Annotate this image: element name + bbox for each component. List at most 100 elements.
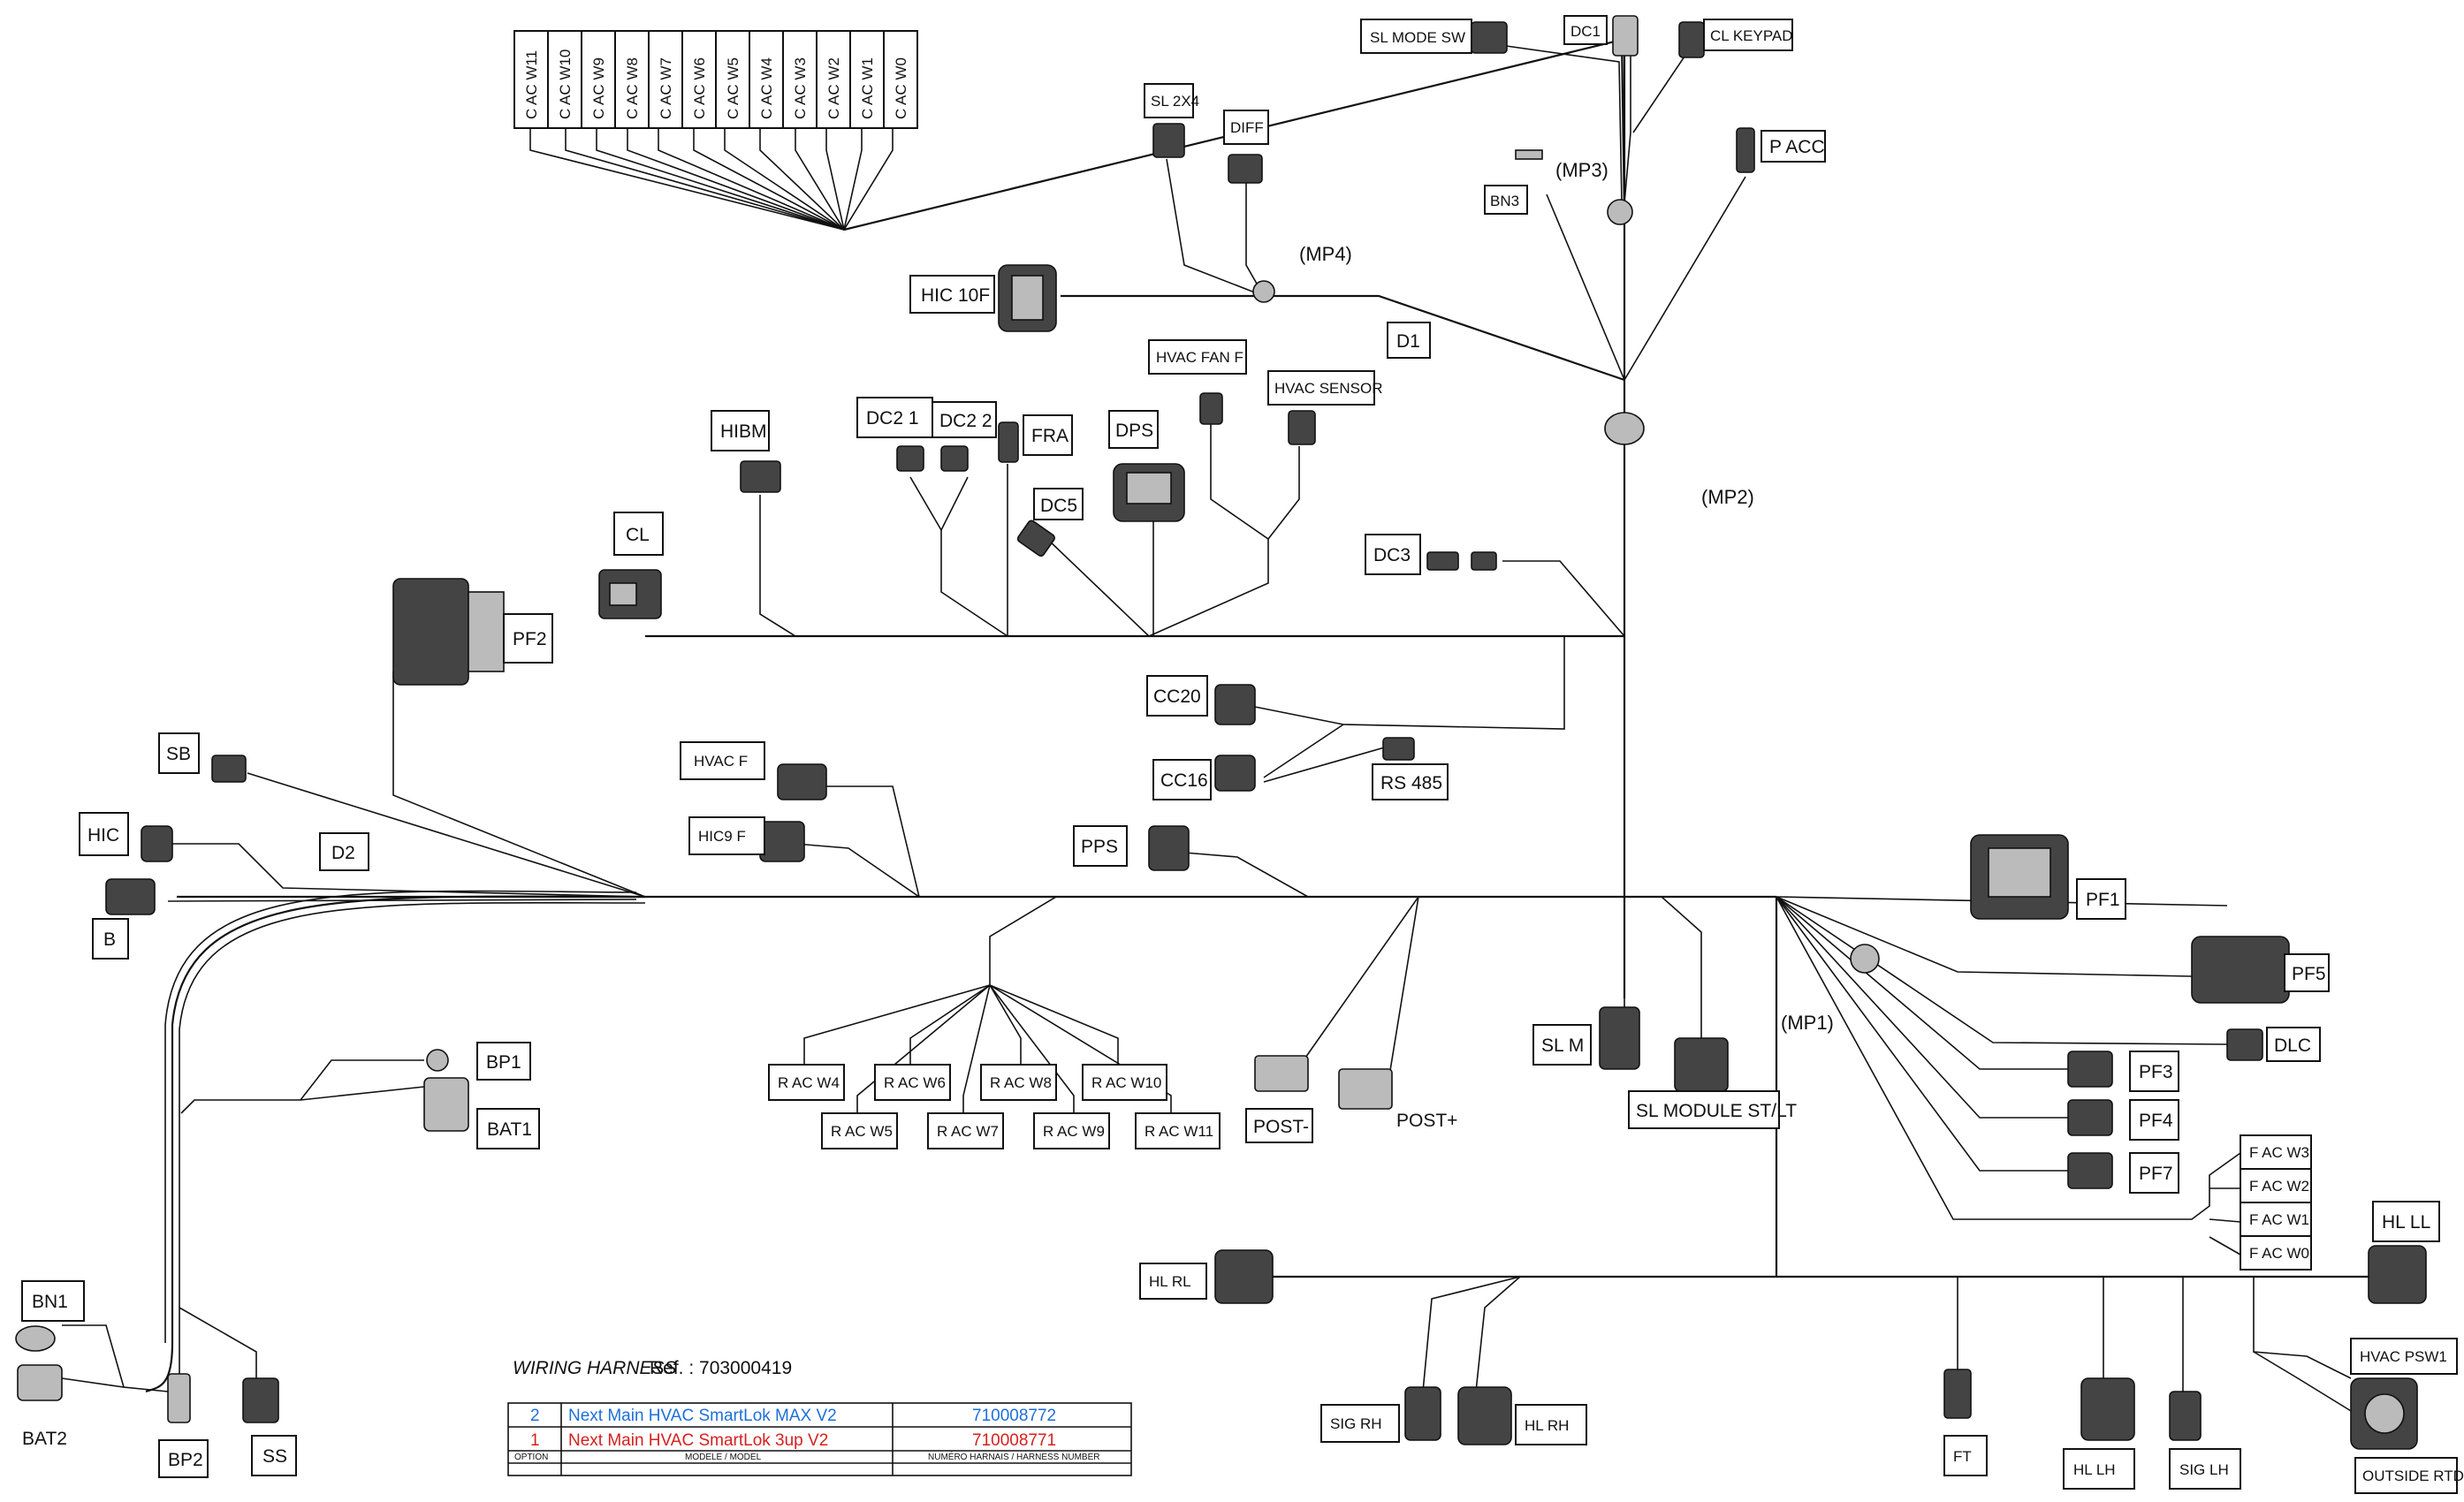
harness-title: WIRING HARNESS (513, 1358, 677, 1378)
connectors (15, 15, 2427, 1450)
bp1-terminal (426, 1049, 449, 1072)
sl-2x4-connector (1152, 123, 1185, 158)
label-cacw10: C AC W10 (557, 49, 574, 119)
hl-rh-connector (1457, 1386, 1512, 1445)
label-mp2: (MP2) (1701, 486, 1754, 508)
hvac-fan-f-connector (1199, 392, 1223, 425)
label-box-diff (1223, 110, 1269, 145)
label-box-pf2 (503, 613, 553, 664)
label-p-acc: P ACC (1769, 137, 1825, 157)
bat2-terminal (17, 1364, 63, 1401)
label-dc2-2: DC2 2 (939, 411, 992, 431)
label-bn1: BN1 (32, 1292, 68, 1312)
label-hvac-f: HVAC F (694, 753, 748, 770)
label-ss: SS (262, 1446, 287, 1467)
pps-connector (1148, 825, 1190, 871)
label-box-facw1 (2240, 1202, 2312, 1237)
sl-mode-sw-connector (1471, 21, 1508, 54)
dc1-connector (1612, 15, 1639, 57)
ss-connector (242, 1377, 279, 1423)
label-box-dc1 (1563, 15, 1608, 45)
pf7-connector (2067, 1152, 2113, 1189)
label-box-cl-keypad (1703, 19, 1793, 51)
label-box-hvac-psw1 (2350, 1338, 2458, 1375)
label-bp1: BP1 (486, 1052, 521, 1073)
label-dc2-1: DC2 1 (866, 408, 919, 429)
label-box-cacw7 (648, 30, 683, 129)
label-cacw7: C AC W7 (658, 57, 674, 119)
label-diff: DIFF (1230, 119, 1264, 136)
row1-model: Next Main HVAC SmartLok 3up V2 (568, 1431, 828, 1450)
label-dps: DPS (1115, 421, 1153, 441)
label-cacw8: C AC W8 (624, 57, 641, 119)
pf2-connector (392, 578, 469, 686)
label-box-outside-rtd (2354, 1457, 2458, 1494)
rs485-connector (1382, 737, 1415, 761)
label-cl: CL (626, 525, 650, 545)
label-bn3: BN3 (1490, 193, 1519, 209)
label-facw2: F AC W2 (2249, 1178, 2309, 1195)
label-box-hl-lh (2063, 1448, 2135, 1490)
label-hic: HIC (87, 825, 119, 846)
label-post-plus: POST+ (1396, 1111, 1457, 1131)
dlc-connector (2226, 1028, 2263, 1061)
mp3-clip (1607, 199, 1633, 225)
label-sl-module: SL MODULE ST/LT (1636, 1101, 1797, 1121)
cl-connector-pins (609, 582, 637, 606)
cc16-connector (1214, 755, 1256, 792)
label-cacw11: C AC W11 (523, 50, 540, 119)
label-box-cacw0 (883, 30, 918, 129)
label-box-bp1 (476, 1042, 531, 1081)
hic-connector (141, 825, 173, 862)
label-ft: FT (1953, 1448, 1972, 1465)
label-cl-keypad: CL KEYPAD (1710, 27, 1793, 44)
label-racw7: R AC W7 (937, 1123, 999, 1140)
dc3-connector-b (1471, 551, 1497, 571)
label-sig-lh: SIG LH (2179, 1461, 2229, 1478)
ft-connector (1943, 1369, 1972, 1419)
label-box-cacw10 (547, 30, 582, 129)
head-number: NUMÉRO HARNAIS / HARNESS NUMBER (928, 1451, 1099, 1462)
label-dlc: DLC (2274, 1035, 2311, 1056)
label-box-hl-rh (1515, 1404, 1587, 1445)
label-box-d2 (319, 832, 369, 871)
label-box-p-acc (1761, 130, 1826, 163)
label-box-hic (79, 812, 129, 856)
row2-option: 2 (530, 1407, 540, 1425)
mp4-clip (1252, 280, 1275, 303)
label-bat2: BAT2 (22, 1429, 67, 1449)
label-cacw2: C AC W2 (825, 57, 842, 119)
label-facw1: F AC W1 (2249, 1211, 2309, 1228)
label-sl-mode-sw: SL MODE SW (1370, 29, 1465, 46)
label-cacw5: C AC W5 (725, 57, 741, 119)
label-box-racw8 (980, 1064, 1057, 1101)
dps-connector-face (1126, 472, 1172, 504)
label-box-pf7 (2129, 1152, 2179, 1194)
hl-lh-connector (2080, 1377, 2135, 1441)
pf2-connector-body (468, 591, 505, 672)
label-cacw0: C AC W0 (893, 57, 909, 119)
label-hl-rl: HL RL (1149, 1273, 1191, 1290)
post-minus-terminal (1254, 1055, 1309, 1092)
label-fra: FRA (1031, 426, 1068, 446)
label-box-ft (1943, 1435, 1988, 1476)
label-racw4: R AC W4 (778, 1074, 840, 1091)
p-acc-connector (1736, 127, 1755, 173)
cl-keypad-connector (1678, 21, 1705, 58)
label-box-pf3 (2129, 1051, 2179, 1092)
hibm-connector (740, 460, 781, 493)
label-box-hic9-f (688, 816, 765, 855)
harness-ref: Ref. : 703000419 (650, 1358, 792, 1378)
sig-lh-connector (2169, 1391, 2202, 1441)
label-box-dc3 (1365, 534, 1421, 575)
pf4-connector (2067, 1099, 2113, 1136)
label-box-sl-module (1628, 1090, 1780, 1129)
label-box-hvac-sensor (1267, 370, 1375, 406)
label-facw3: F AC W3 (2249, 1144, 2309, 1161)
label-box-racw10 (1082, 1064, 1167, 1101)
label-box-sig-lh (2169, 1448, 2241, 1490)
fra-connector (998, 421, 1019, 463)
label-pf5: PF5 (2292, 964, 2326, 984)
label-hl-rh: HL RH (1525, 1417, 1569, 1434)
